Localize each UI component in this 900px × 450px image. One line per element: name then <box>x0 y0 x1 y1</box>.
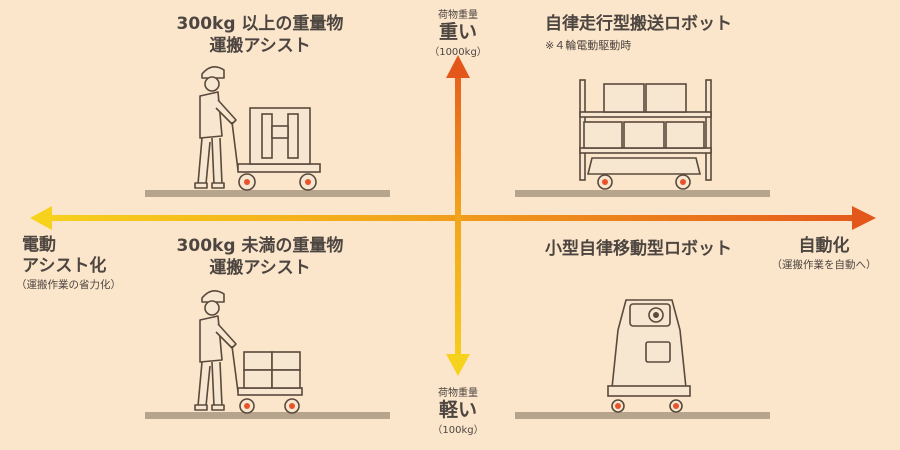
axis-top-sub: （1000kg） <box>429 47 487 58</box>
hand-cart-icon <box>231 121 321 191</box>
quadrant-top-right-title: 自律走行型搬送ロボット <box>545 13 732 35</box>
quadrant-top-left-line2: 運搬アシスト <box>209 36 311 56</box>
shelf-rack-icon <box>579 79 712 181</box>
quadrant-bottom-left-line2: 運搬アシスト <box>209 258 311 278</box>
axis-top-big: 重い <box>438 21 477 43</box>
axis-top-label: 荷物重量 重い （1000kg） <box>418 6 498 58</box>
vertical-axis-arrow <box>446 55 470 376</box>
worker-icon <box>194 290 237 411</box>
axis-bottom-sub: （100kg） <box>432 425 484 436</box>
axis-left-label: 電動 アシスト化 （運搬作業の省力化） <box>16 235 121 292</box>
axis-left-line2: アシスト化 <box>22 256 107 276</box>
horizontal-axis-arrow <box>30 206 876 230</box>
axis-right-big: 自動化 <box>798 236 850 256</box>
axis-right-label: 自動化 （運搬作業を自動へ） <box>760 236 888 272</box>
quadrant-top-left-title: 300kg 以上の重量物 運搬アシスト <box>160 13 360 57</box>
cargo-box-icon <box>243 351 301 389</box>
ground-lines <box>145 190 770 419</box>
quadrant-bottom-left-title: 300kg 未満の重量物 運搬アシスト <box>160 235 360 279</box>
axis-bottom-small: 荷物重量 <box>438 388 478 399</box>
quadrant-top-right-line1: 自律走行型搬送ロボット <box>545 14 732 34</box>
transport-robot-icon <box>586 157 702 190</box>
quadrant-top-right-note: ※４輪電動駆動時 <box>545 39 632 52</box>
quadrant-top-left-line1: 300kg 以上の重量物 <box>176 14 344 34</box>
quadrant-bottom-right-title: 小型自律移動型ロボット <box>545 238 732 260</box>
small-robot-icon <box>607 299 691 413</box>
axis-bottom-label: 荷物重量 軽い （100kg） <box>418 384 498 436</box>
quadrant-bottom-right-line1: 小型自律移動型ロボット <box>545 239 732 259</box>
worker-icon <box>194 66 237 189</box>
axis-bottom-big: 軽い <box>438 399 477 421</box>
axis-right-sub: （運搬作業を自動へ） <box>771 259 877 271</box>
cargo-box-icon <box>249 107 311 165</box>
axis-left-line1: 電動 <box>22 235 56 255</box>
axis-left-sub: （運搬作業の省力化） <box>16 279 121 291</box>
quadrant-bottom-left-line1: 300kg 未満の重量物 <box>176 236 344 256</box>
axis-top-small: 荷物重量 <box>438 10 478 21</box>
